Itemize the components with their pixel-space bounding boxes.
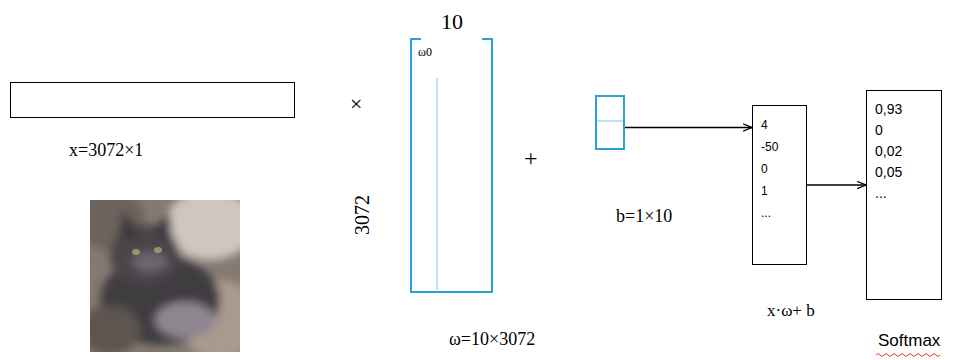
score-vector: 4-5001...x·ω+ b (752, 105, 807, 265)
score-value: -50 (761, 136, 778, 158)
dimension-label: 10 (441, 9, 463, 35)
arrow-connector (807, 184, 866, 185)
spellcheck-underline (876, 354, 940, 357)
probability-value: ... (875, 183, 887, 204)
probability-value: 0,05 (875, 162, 902, 183)
softmax-label: Softmax (878, 331, 940, 351)
probability-value: 0,02 (875, 141, 902, 162)
probability-value: 0 (875, 120, 883, 141)
plus-sign: + (524, 144, 538, 173)
input-vector-box: x=3072×1 (10, 82, 295, 118)
multiply-sign: × (350, 91, 362, 117)
weight-column-label: ω0 (418, 44, 432, 60)
formula-label: x·ω+ b (767, 301, 815, 321)
matrix-size-label: ω=10×3072 (449, 329, 535, 351)
bias-vector: b=1×10 (595, 95, 625, 150)
weight-column-line (436, 78, 438, 290)
node-content (11, 83, 294, 91)
score-value: ... (761, 202, 771, 224)
score-value: 1 (761, 180, 768, 202)
weight-matrix: ω0103072ω=10×3072 (410, 38, 493, 293)
node-content: 0,9300,020,05... (867, 91, 941, 212)
bias-row-line (597, 120, 623, 122)
bias-size-label: b=1×10 (616, 206, 672, 228)
probability-vector: 0,9300,020,05...Softmax (866, 90, 942, 300)
score-value: 0 (761, 158, 768, 180)
node-content: ω0 (412, 38, 491, 66)
node-content: 4-5001... (753, 106, 806, 232)
dimension-label: 3072 (350, 195, 374, 235)
dimension-label: x=3072×1 (69, 140, 143, 162)
score-value: 4 (761, 114, 768, 136)
node-content (597, 97, 623, 101)
cat-photo (90, 200, 240, 352)
arrow-connector (625, 127, 752, 128)
probability-value: 0,93 (875, 99, 902, 120)
